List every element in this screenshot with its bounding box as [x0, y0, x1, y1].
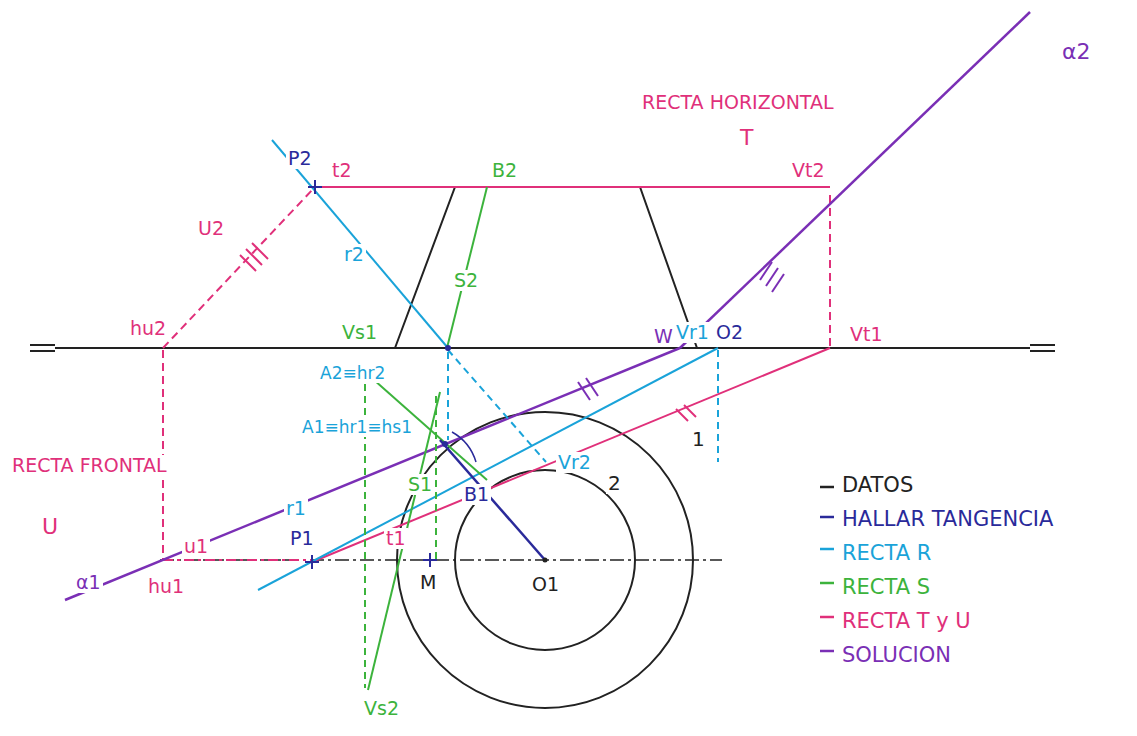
point-label: t1 [384, 528, 408, 549]
legend-entry: HALLAR TANGENCIA [842, 508, 1053, 531]
point-label: hu2 [128, 318, 168, 339]
point-label: r2 [342, 244, 366, 265]
legend-entry: DATOS [842, 474, 913, 497]
point-label: S2 [452, 270, 480, 291]
point-label: U [40, 515, 60, 539]
point-label: 1 [690, 428, 707, 450]
point-label: S1 [406, 474, 434, 495]
point-label: W [652, 326, 675, 347]
point-label: α2 [1060, 40, 1093, 64]
point-label: u1 [182, 536, 210, 557]
point-label: O1 [530, 574, 561, 595]
point-label: O2 [714, 322, 745, 343]
point-label: RECTA FRONTAL [10, 455, 169, 476]
point-label: P2 [286, 148, 314, 169]
point-label: A1≡hr1≡hs1 [300, 418, 414, 437]
point-label: Vs2 [362, 698, 401, 719]
point-label: P1 [288, 528, 316, 549]
point-label: Vt2 [790, 160, 827, 181]
point-label: U2 [196, 218, 226, 239]
point-label: B1 [462, 484, 491, 505]
point-label: B2 [490, 160, 519, 181]
point-label: Vs1 [340, 322, 379, 343]
legend-entry: RECTA S [842, 576, 930, 599]
legend-entry: RECTA T y U [842, 610, 971, 633]
point-label: r1 [284, 498, 308, 519]
legend-entry: SOLUCION [842, 644, 951, 667]
point-label: t2 [330, 160, 354, 181]
point-label: M [418, 572, 438, 593]
legend-entry: RECTA R [842, 542, 931, 565]
point-label: A2≡hr2 [318, 364, 387, 383]
point-label: Vt1 [848, 324, 885, 345]
point-label: T [738, 126, 755, 150]
point-label: RECTA HORIZONTAL [640, 92, 836, 113]
point-label: hu1 [146, 576, 186, 597]
point-label: Vr1 [674, 322, 711, 343]
point-label: α1 [74, 572, 103, 593]
point-label: Vr2 [556, 452, 593, 473]
point-label: 2 [606, 472, 623, 494]
